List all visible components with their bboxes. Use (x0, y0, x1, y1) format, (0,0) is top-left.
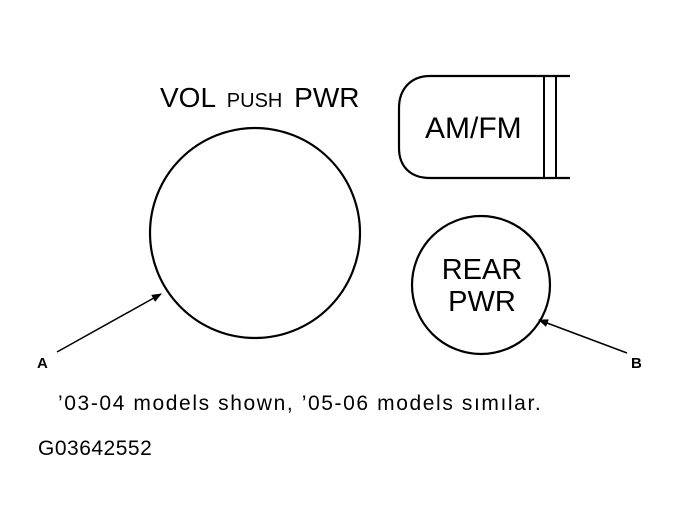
callout-a-leader (56, 293, 162, 353)
rear-power-button (410, 214, 552, 356)
callout-a-label: A (37, 355, 48, 372)
figure-caption: ’03-04 models shown, ’05-06 models sımıl… (58, 392, 543, 415)
volume-power-knob (148, 126, 362, 340)
rear-text: REAR (441, 254, 523, 286)
pwr-text: PWR (294, 82, 360, 113)
rear-pwr-text: PWR (448, 286, 516, 318)
callout-b-leader (538, 319, 628, 354)
am-fm-button-outline (397, 74, 570, 180)
am-fm-label: AM/FM (425, 112, 522, 145)
vol-text: VOL (160, 82, 215, 113)
rear-power-label: REAR PWR (412, 254, 552, 318)
volume-push-power-label: VOL PUSH PWR (160, 84, 359, 112)
callout-b-label: B (631, 355, 642, 372)
push-text: PUSH (226, 90, 283, 112)
figure-id: G03642552 (38, 437, 153, 460)
